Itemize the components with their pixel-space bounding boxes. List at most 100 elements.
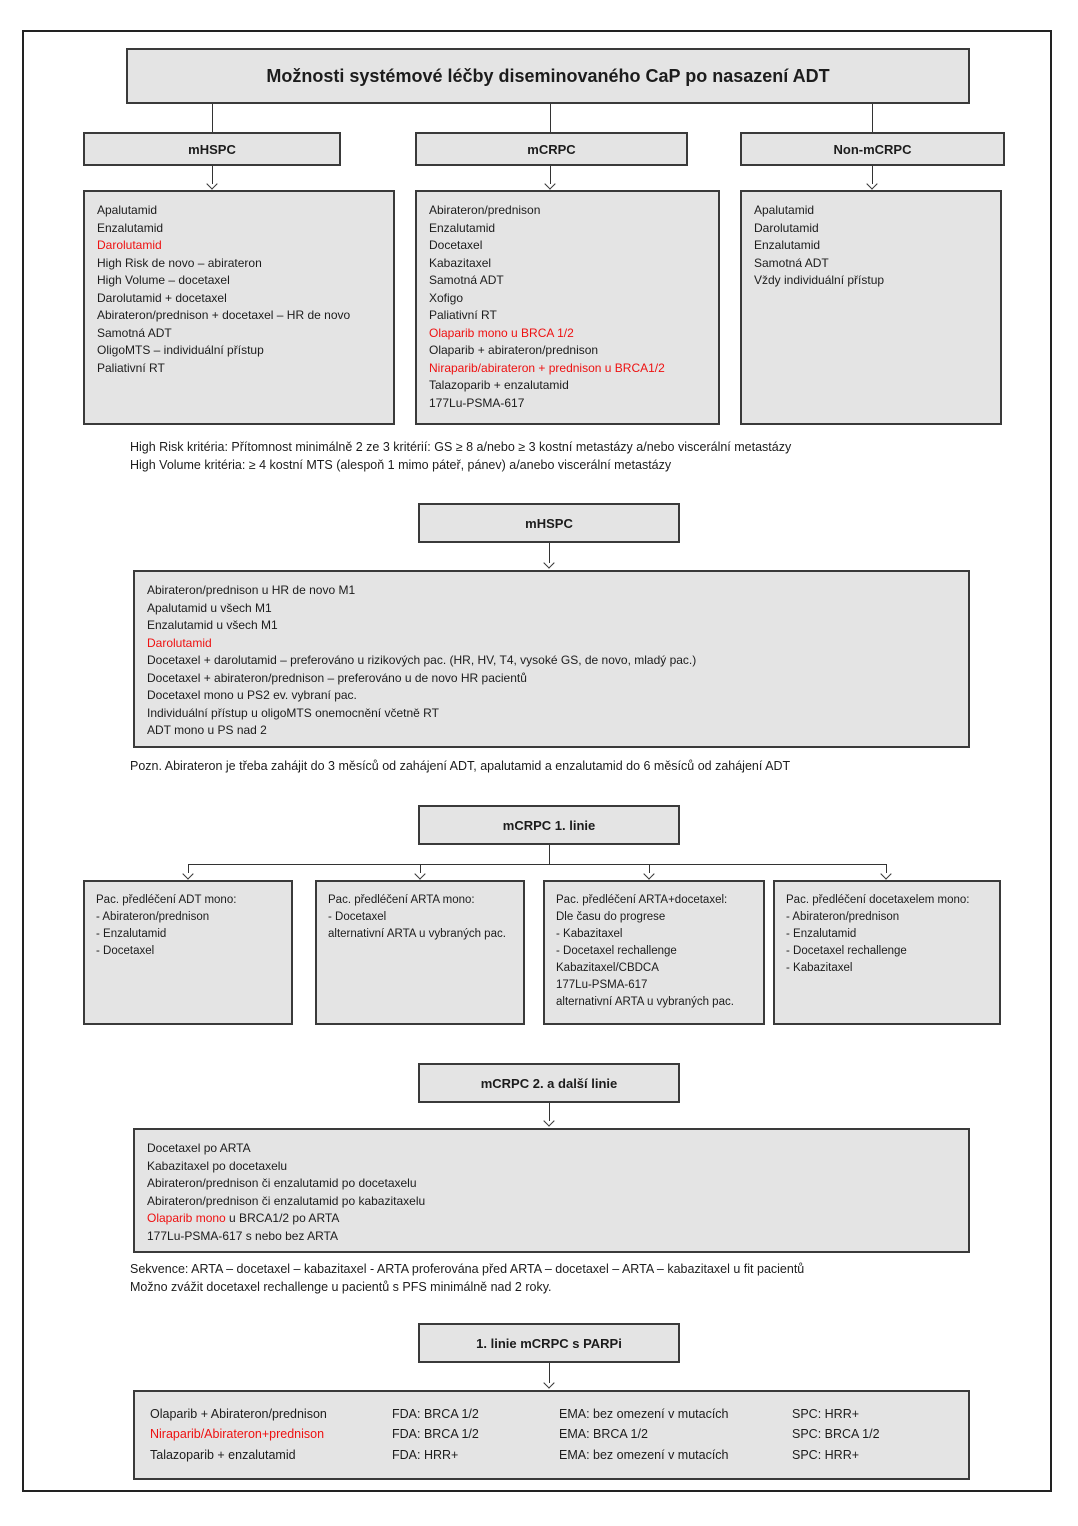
diagram-title-box: Možnosti systémové léčby diseminovaného … [126,48,970,104]
treatment-option: Paliativní RT [97,360,165,375]
connector-line [212,104,213,132]
treatment-option: - Docetaxel rechallenge [786,945,907,957]
connector-line [872,104,873,132]
treatment-option: 177Lu-PSMA-617 [429,395,525,410]
treatment-option: Dle času do progrese [556,911,666,923]
mhspc-detail-box: Abirateron/prednison u HR de novo M1 Apa… [133,570,970,748]
parpi-ema: EMA: BRCA 1/2 [559,1427,648,1442]
criteria-notes: High Risk kritéria: Přítomnost minimálně… [130,438,791,474]
connector-line [872,166,873,184]
branch-label: Non-mCRPC [833,141,912,157]
treatment-option: Individuální přístup u oligoMTS onemocně… [147,705,439,720]
treatment-option: Olaparib + abirateron/prednison [429,343,599,357]
page-border [22,30,1052,1492]
sequence-notes: Sekvence: ARTA – docetaxel – kabazitaxel… [130,1260,804,1296]
parpi-ema: EMA: bez omezení v mutacích [559,1407,729,1421]
pretreated-adt-mono-box: Pac. předléčení ADT mono:- Abirateron/pr… [83,880,293,1025]
treatment-option: Niraparib/abirateron + prednison u BRCA1… [429,360,665,375]
treatment-option: Kabazitaxel [429,255,492,270]
treatment-option: Enzalutamid u všech M1 [147,618,278,632]
treatment-option: Darolutamid [97,238,162,252]
section-label: mCRPC 2. a další linie [480,1075,618,1091]
treatment-option: Abirateron/prednison [429,203,541,217]
footnote-text: Pozn. Abirateron je třeba zahájit do 3 m… [130,759,791,773]
connector-line [549,543,550,563]
treatment-option: Olaparib mono u BRCA 1/2 [429,325,574,340]
pretreated-docetaxel-mono-box: Pac. předléčení docetaxelem mono: - Abira… [773,880,1001,1025]
treatment-option: Samotná ADT [429,273,504,287]
section-header-mcrpc-line1: mCRPC 1. linie [418,805,680,845]
treatment-option: alternativní ARTA u vybraných pac. [556,996,734,1008]
treatment-option: - Docetaxel [328,911,387,923]
branch-label: mCRPC [527,141,576,157]
treatment-option: Enzalutamid [754,238,821,252]
parpi-fda: FDA: BRCA 1/2 [392,1407,479,1421]
treatment-option: Docetaxel po ARTA [147,1141,251,1155]
parpi-drug: Talazoparib + enzalutamid [150,1447,296,1462]
treatment-option: Samotná ADT [754,255,829,270]
diagram-title: Možnosti systémové léčby diseminovaného … [266,65,830,86]
treatment-option: - Abirateron/prednison [786,911,900,923]
connector-line [550,104,551,132]
parpi-spc: SPC: HRR+ [792,1407,860,1421]
section-label: mHSPC [525,515,573,531]
treatment-option: Paliativní RT [429,308,497,322]
treatment-option: Darolutamid [754,220,819,235]
treatment-option: - Kabazitaxel [556,928,623,940]
connector-line [549,1363,550,1383]
treatment-option: Abirateron/prednison u HR de novo M1 [147,583,356,597]
treatment-option: Apalutamid [754,203,815,217]
treatment-option: Abirateron/prednison či enzalutamid po k… [147,1193,426,1208]
connector-line [549,1103,550,1121]
connector-line [549,845,550,864]
treatment-option: Abirateron/prednison + docetaxel – HR de… [97,308,351,322]
parpi-fda: FDA: BRCA 1/2 [392,1427,479,1442]
criteria-note-line: High Volume kritéria: ≥ 4 kostní MTS (al… [130,458,672,472]
section-header-mhspc: mHSPC [418,503,680,543]
section-header-mcrpc-line2: mCRPC 2. a další linie [418,1063,680,1103]
parpi-drug: Niraparib/Abirateron+prednison [150,1427,325,1442]
mcrpc-options-box: Abirateron/prednison Enzalutamid Docetax… [415,190,720,425]
treatment-option: Docetaxel + abirateron/prednison – prefe… [147,670,527,685]
mhspc-footnote: Pozn. Abirateron je třeba zahájit do 3 m… [130,757,790,775]
treatment-option: Docetaxel mono u PS2 ev. vybraní pac. [147,688,357,702]
treatment-option: Samotná ADT [97,325,172,340]
treatment-option: Enzalutamid [429,220,496,235]
treatment-option: - Enzalutamid [96,928,167,940]
connector-line [188,864,189,873]
treatment-option: Talazoparib + enzalutamid [429,378,569,392]
treatment-option: - Kabazitaxel [786,962,853,974]
treatment-option: Pac. předléčení ADT mono: [96,894,237,906]
treatment-option: Apalutamid u všech M1 [147,600,272,615]
sequence-note-line: Možno zvážit docetaxel rechallenge u pac… [130,1280,552,1294]
sequence-note-line: Sekvence: ARTA – docetaxel – kabazitaxel… [130,1262,805,1276]
treatment-option: Pac. předléčení ARTA+docetaxel: [556,894,728,906]
branch-header-mcrpc: mCRPC [415,132,688,166]
criteria-note-line: High Risk kritéria: Přítomnost minimálně… [130,440,792,454]
treatment-option: - Docetaxel rechallenge [556,945,677,957]
section-label: 1. linie mCRPC s PARPi [476,1335,622,1351]
treatment-option: High Risk de novo – abirateron [97,255,262,270]
treatment-option: Docetaxel + darolutamid – preferováno u … [147,653,697,667]
parpi-spc: SPC: HRR+ [792,1447,860,1462]
connector-line [649,864,650,873]
treatment-option: ADT mono u PS nad 2 [147,723,267,737]
connector-line [420,864,421,873]
treatment-option: Kabazitaxel/CBDCA [556,962,659,974]
mhspc-options-box: Apalutamid Enzalutamid Darolutamid High … [83,190,395,425]
treatment-option: Kabazitaxel po docetaxelu [147,1158,288,1173]
treatment-option: Enzalutamid [97,220,164,235]
parpi-ema: EMA: bez omezení v mutacích [559,1447,729,1462]
treatment-option: Pac. předléčení docetaxelem mono: [786,894,970,906]
treatment-option: Pac. předléčení ARTA mono: [328,894,475,906]
connector-line [212,166,213,184]
treatment-option: 177Lu-PSMA-617 [556,979,648,991]
mcrpc-line2-box: Docetaxel po ARTA Kabazitaxel po docetax… [133,1128,970,1253]
parpi-table-box: Olaparib + Abirateron/prednison FDA: BRC… [133,1390,970,1480]
treatment-option: Apalutamid [97,203,158,217]
treatment-option: Vždy individuální přístup [754,273,885,287]
connector-line [188,864,886,865]
treatment-option: Darolutamid [147,635,212,650]
parpi-fda: FDA: HRR+ [392,1447,459,1462]
connector-line [550,166,551,184]
